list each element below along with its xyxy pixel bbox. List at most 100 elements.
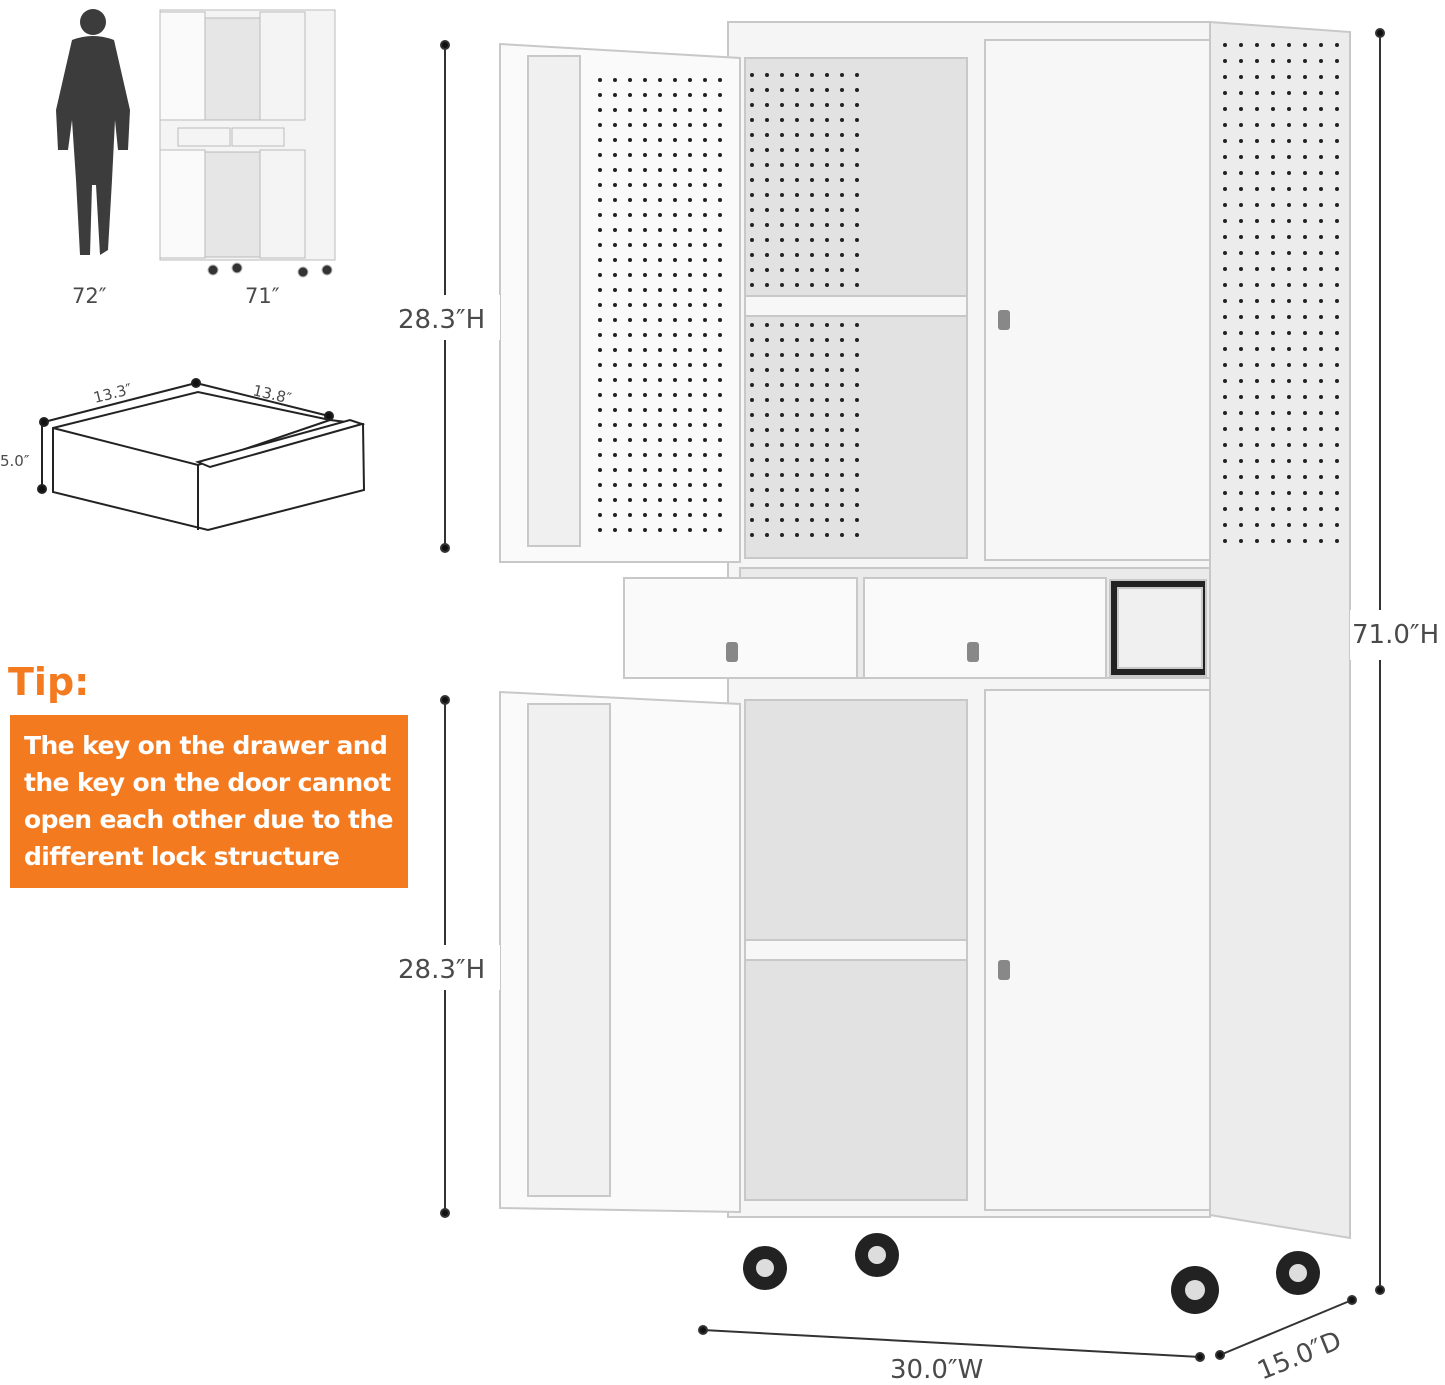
lower-height-label: 28.3″H — [398, 955, 485, 985]
peg-hole — [1287, 75, 1291, 79]
peg-hole — [1319, 171, 1323, 175]
peg-hole — [658, 468, 662, 472]
peg-hole — [810, 283, 814, 287]
peg-hole — [658, 168, 662, 172]
peg-hole — [840, 253, 844, 257]
peg-hole — [780, 503, 784, 507]
peg-hole — [825, 518, 829, 522]
peg-hole — [1303, 523, 1307, 527]
peg-hole — [1335, 139, 1339, 143]
peg-hole — [628, 108, 632, 112]
peg-hole — [1303, 395, 1307, 399]
peg-hole — [840, 223, 844, 227]
peg-hole — [1223, 267, 1227, 271]
peg-hole — [673, 483, 677, 487]
peg-hole — [780, 488, 784, 492]
peg-hole — [810, 443, 814, 447]
peg-hole — [643, 423, 647, 427]
peg-hole — [673, 363, 677, 367]
peg-hole — [1271, 235, 1275, 239]
peg-hole — [1287, 411, 1291, 415]
peg-hole — [1255, 91, 1259, 95]
peg-hole — [1271, 107, 1275, 111]
peg-hole — [855, 163, 859, 167]
peg-hole — [1255, 219, 1259, 223]
peg-hole — [1239, 267, 1243, 271]
peg-hole — [795, 103, 799, 107]
peg-hole — [750, 428, 754, 432]
peg-hole — [598, 393, 602, 397]
peg-hole — [703, 198, 707, 202]
peg-hole — [855, 368, 859, 372]
peg-hole — [673, 108, 677, 112]
peg-hole — [855, 518, 859, 522]
cabinet-thumbnail — [159, 9, 336, 278]
peg-hole — [1335, 491, 1339, 495]
peg-hole — [1271, 267, 1275, 271]
peg-hole — [613, 123, 617, 127]
peg-hole — [718, 273, 722, 277]
peg-hole — [1319, 91, 1323, 95]
peg-hole — [1223, 411, 1227, 415]
peg-hole — [598, 453, 602, 457]
peg-hole — [1335, 75, 1339, 79]
peg-hole — [825, 488, 829, 492]
peg-hole — [855, 488, 859, 492]
peg-hole — [1271, 203, 1275, 207]
peg-hole — [688, 333, 692, 337]
peg-hole — [1287, 235, 1291, 239]
peg-hole — [1271, 43, 1275, 47]
peg-hole — [1319, 523, 1323, 527]
peg-hole — [765, 368, 769, 372]
peg-hole — [718, 318, 722, 322]
peg-hole — [1255, 107, 1259, 111]
peg-hole — [840, 133, 844, 137]
peg-hole — [628, 123, 632, 127]
peg-hole — [673, 528, 677, 532]
peg-hole — [703, 138, 707, 142]
peg-hole — [1271, 219, 1275, 223]
peg-hole — [673, 153, 677, 157]
peg-hole — [765, 503, 769, 507]
peg-hole — [855, 503, 859, 507]
peg-hole — [765, 488, 769, 492]
peg-hole — [780, 398, 784, 402]
peg-hole — [1335, 251, 1339, 255]
peg-hole — [1255, 235, 1259, 239]
peg-hole — [643, 183, 647, 187]
peg-hole — [718, 288, 722, 292]
peg-hole — [840, 398, 844, 402]
peg-hole — [1239, 347, 1243, 351]
peg-hole — [795, 268, 799, 272]
peg-hole — [1335, 459, 1339, 463]
peg-hole — [750, 133, 754, 137]
peg-hole — [628, 318, 632, 322]
peg-hole — [613, 318, 617, 322]
peg-hole — [855, 88, 859, 92]
peg-hole — [1303, 491, 1307, 495]
peg-hole — [703, 393, 707, 397]
peg-hole — [598, 273, 602, 277]
peg-hole — [1255, 75, 1259, 79]
peg-hole — [1287, 139, 1291, 143]
peg-hole — [1303, 219, 1307, 223]
peg-hole — [1303, 123, 1307, 127]
peg-hole — [810, 253, 814, 257]
peg-hole — [825, 88, 829, 92]
peg-hole — [1335, 427, 1339, 431]
peg-hole — [1223, 59, 1227, 63]
peg-hole — [780, 443, 784, 447]
peg-hole — [1287, 155, 1291, 159]
peg-hole — [810, 88, 814, 92]
peg-hole — [750, 383, 754, 387]
lower-shelf — [744, 939, 968, 961]
peg-hole — [1287, 395, 1291, 399]
peg-hole — [1303, 171, 1307, 175]
peg-hole — [1271, 91, 1275, 95]
peg-hole — [613, 183, 617, 187]
peg-hole — [658, 498, 662, 502]
peg-hole — [795, 223, 799, 227]
peg-hole — [598, 333, 602, 337]
peg-hole — [780, 118, 784, 122]
peg-hole — [1319, 379, 1323, 383]
